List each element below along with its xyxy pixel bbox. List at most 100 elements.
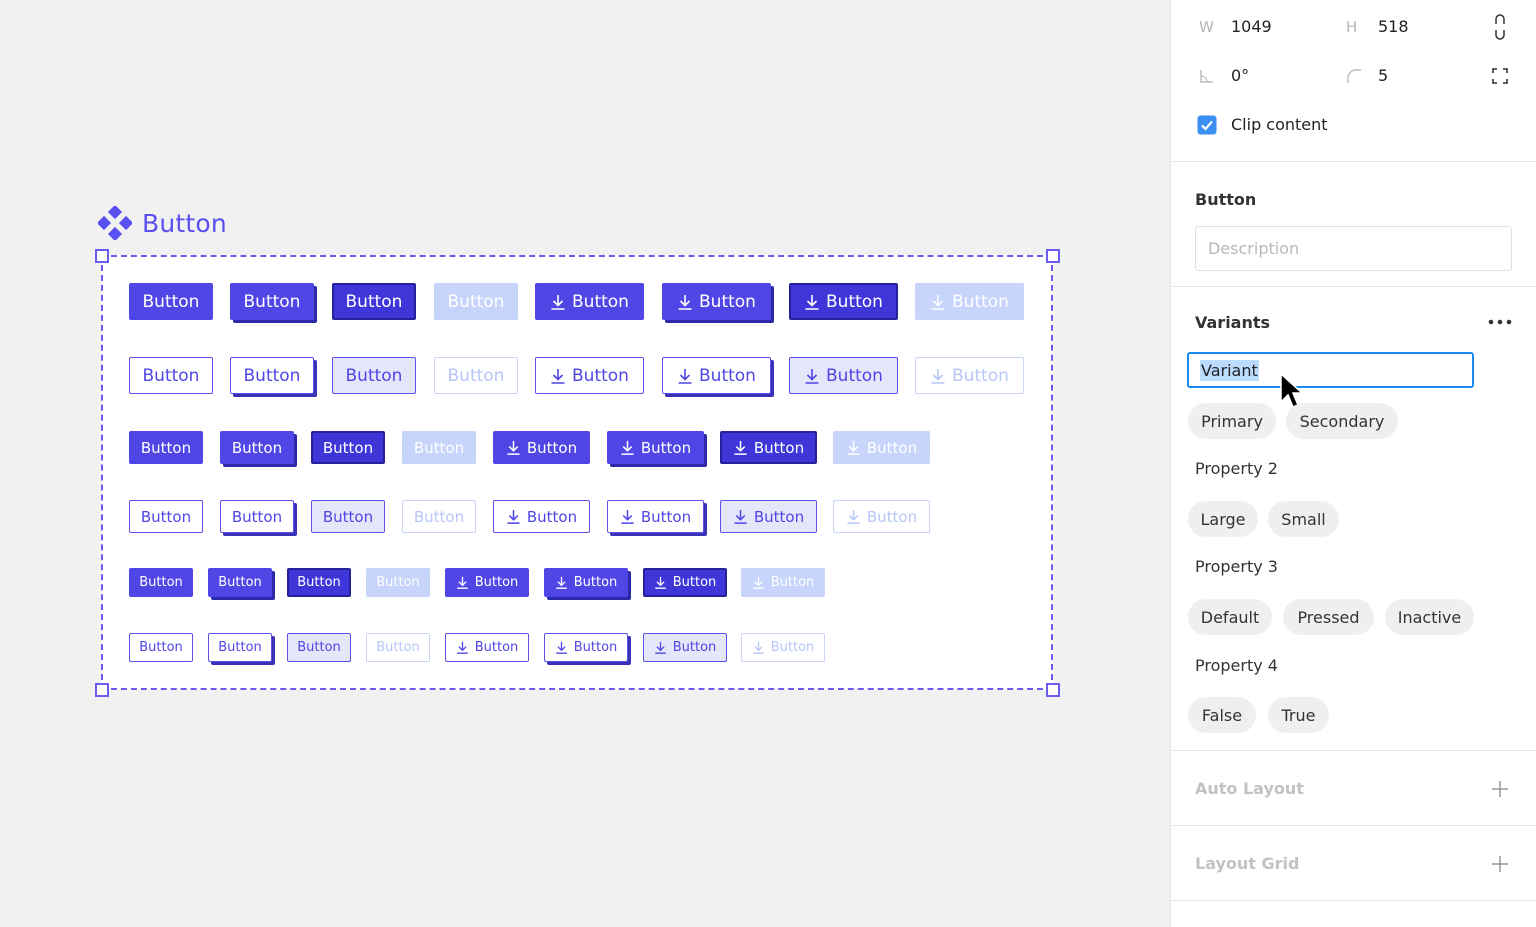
variant-button-primary-default[interactable]: Button <box>129 568 193 597</box>
clip-content-checkbox[interactable] <box>1197 115 1217 135</box>
variant-button-primary-active-with-icon[interactable]: Button <box>789 283 898 320</box>
download-icon <box>931 368 945 384</box>
property-value-chip[interactable]: Default <box>1188 599 1272 635</box>
button-label: Button <box>672 640 717 655</box>
property-value-chip[interactable]: Secondary <box>1286 403 1398 439</box>
property-name[interactable]: Property 3 <box>1195 557 1278 576</box>
variant-button-primary-default-with-icon[interactable]: Button <box>535 283 644 320</box>
variant-button-secondary-inactive[interactable]: Button <box>434 357 518 394</box>
property-value-chip[interactable]: False <box>1188 697 1256 733</box>
variant-name-selected-text[interactable]: Variant <box>1200 359 1259 381</box>
add-layout-grid-icon[interactable] <box>1491 855 1509 873</box>
variant-button-primary-pressed[interactable]: Button <box>208 568 272 597</box>
property-value-chip[interactable]: Large <box>1188 501 1258 537</box>
property-name[interactable]: Property 4 <box>1195 656 1278 675</box>
variant-button-primary-inactive-with-icon[interactable]: Button <box>915 283 1024 320</box>
button-label: Button <box>573 575 618 590</box>
variant-button-primary-active-with-icon[interactable]: Button <box>643 568 727 597</box>
variant-button-primary-inactive[interactable]: Button <box>366 568 430 597</box>
button-label: Button <box>413 507 465 526</box>
download-icon <box>847 440 860 455</box>
variant-button-secondary-active-with-icon[interactable]: Button <box>643 633 727 662</box>
variant-button-primary-default-with-icon[interactable]: Button <box>445 568 529 597</box>
property-name[interactable]: Property 2 <box>1195 459 1278 478</box>
variant-button-primary-inactive-with-icon[interactable]: Button <box>833 431 930 464</box>
variant-button-secondary-pressed-with-icon[interactable]: Button <box>662 357 771 394</box>
variant-button-primary-active[interactable]: Button <box>332 283 416 320</box>
variant-button-secondary-pressed[interactable]: Button <box>220 500 294 533</box>
variant-button-primary-pressed[interactable]: Button <box>230 283 314 320</box>
variant-button-primary-pressed-with-icon[interactable]: Button <box>662 283 771 320</box>
height-value[interactable]: 518 <box>1378 17 1409 36</box>
variant-button-secondary-inactive[interactable]: Button <box>366 633 430 662</box>
variant-button-primary-default[interactable]: Button <box>129 431 203 464</box>
variant-button-secondary-inactive-with-icon[interactable]: Button <box>915 357 1024 394</box>
variant-button-primary-active[interactable]: Button <box>287 568 351 597</box>
button-label: Button <box>474 640 519 655</box>
property-value-chip[interactable]: Primary <box>1188 403 1276 439</box>
button-label: Button <box>526 438 578 457</box>
variant-button-primary-inactive-with-icon[interactable]: Button <box>741 568 825 597</box>
description-input[interactable] <box>1195 226 1512 271</box>
variant-button-secondary-active[interactable]: Button <box>287 633 351 662</box>
variant-button-primary-pressed-with-icon[interactable]: Button <box>607 431 704 464</box>
add-auto-layout-icon[interactable] <box>1491 780 1509 798</box>
button-label: Button <box>140 438 192 457</box>
variant-button-secondary-inactive[interactable]: Button <box>402 500 476 533</box>
variant-button-primary-pressed[interactable]: Button <box>220 431 294 464</box>
download-icon <box>752 641 764 654</box>
width-value[interactable]: 1049 <box>1231 17 1272 36</box>
download-icon <box>847 509 860 524</box>
variant-button-secondary-default-with-icon[interactable]: Button <box>493 500 590 533</box>
variant-button-secondary-active[interactable]: Button <box>332 357 416 394</box>
property-value-chip[interactable]: True <box>1268 697 1329 733</box>
independent-corners-icon[interactable] <box>1491 67 1509 85</box>
variant-button-primary-inactive[interactable]: Button <box>434 283 518 320</box>
frame-label[interactable]: Button <box>98 206 227 240</box>
button-label: Button <box>139 640 183 655</box>
variant-button-primary-pressed-with-icon[interactable]: Button <box>544 568 628 597</box>
download-icon <box>621 509 634 524</box>
resize-handle-top-left[interactable] <box>95 249 109 263</box>
resize-handle-bottom-right[interactable] <box>1046 683 1060 697</box>
variant-button-secondary-default[interactable]: Button <box>129 633 193 662</box>
variant-property-name-input[interactable]: Variant <box>1187 352 1474 388</box>
download-icon <box>507 440 520 455</box>
variant-button-secondary-pressed[interactable]: Button <box>208 633 272 662</box>
variant-button-secondary-inactive-with-icon[interactable]: Button <box>741 633 825 662</box>
variant-button-primary-active[interactable]: Button <box>311 431 385 464</box>
variant-button-secondary-inactive-with-icon[interactable]: Button <box>833 500 930 533</box>
variant-button-secondary-pressed-with-icon[interactable]: Button <box>607 500 704 533</box>
variant-button-secondary-pressed-with-icon[interactable]: Button <box>544 633 628 662</box>
button-label: Button <box>672 575 717 590</box>
component-set-frame[interactable] <box>101 255 1053 690</box>
component-set-icon <box>98 206 132 240</box>
button-label: Button <box>699 291 756 312</box>
variant-button-primary-active-with-icon[interactable]: Button <box>720 431 817 464</box>
property-value-chip[interactable]: Pressed <box>1283 599 1374 635</box>
variant-button-secondary-default-with-icon[interactable]: Button <box>535 357 644 394</box>
property-value-chip[interactable]: Inactive <box>1385 599 1474 635</box>
variant-button-primary-default-with-icon[interactable]: Button <box>493 431 590 464</box>
variant-button-secondary-pressed[interactable]: Button <box>230 357 314 394</box>
button-label: Button <box>753 438 805 457</box>
variant-button-secondary-default-with-icon[interactable]: Button <box>445 633 529 662</box>
variant-button-secondary-default[interactable]: Button <box>129 357 213 394</box>
variant-button-secondary-active-with-icon[interactable]: Button <box>720 500 817 533</box>
button-label: Button <box>826 365 883 386</box>
property-value-chip[interactable]: Small <box>1268 501 1339 537</box>
variant-button-primary-default[interactable]: Button <box>129 283 213 320</box>
variant-button-secondary-active[interactable]: Button <box>311 500 385 533</box>
radius-value[interactable]: 5 <box>1378 66 1389 85</box>
constrain-proportions-icon[interactable] <box>1492 14 1508 40</box>
component-title: Button <box>1195 190 1257 209</box>
resize-handle-bottom-left[interactable] <box>95 683 109 697</box>
more-options-icon[interactable] <box>1487 318 1513 326</box>
rotation-value[interactable]: 0° <box>1231 66 1250 85</box>
resize-handle-top-right[interactable] <box>1046 249 1060 263</box>
variant-button-secondary-default[interactable]: Button <box>129 500 203 533</box>
button-label: Button <box>572 365 629 386</box>
variant-button-primary-inactive[interactable]: Button <box>402 431 476 464</box>
variant-button-secondary-active-with-icon[interactable]: Button <box>789 357 898 394</box>
